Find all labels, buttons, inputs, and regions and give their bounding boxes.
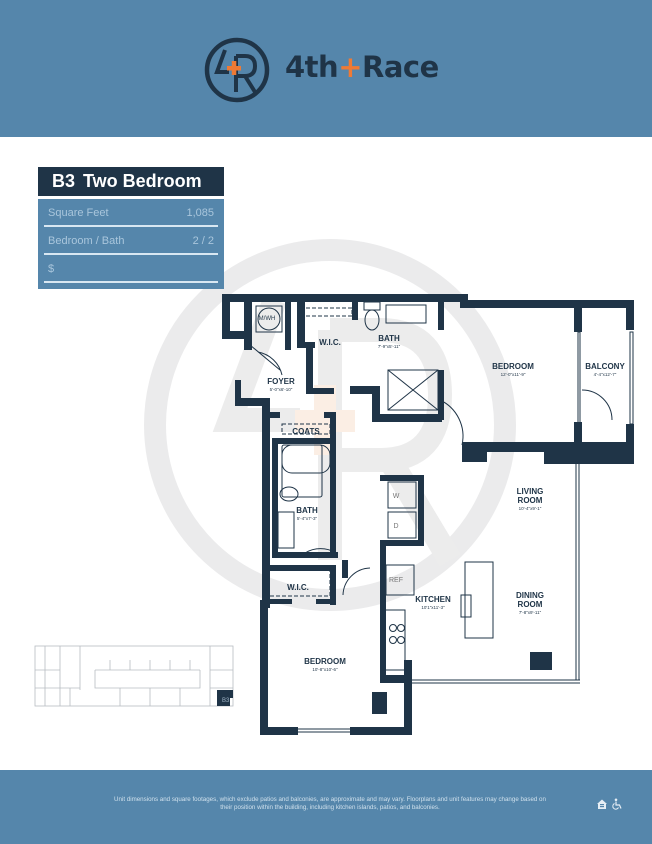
accessibility-icon: [612, 798, 622, 810]
water-heater-label: M/WH: [259, 316, 276, 322]
fridge-label: REF: [389, 577, 403, 584]
info-row-bed-bath: Bedroom / Bath 2 / 2: [44, 227, 218, 255]
room-name-balcony: BALCONY: [585, 362, 625, 371]
brand-name-part2: Race: [362, 50, 439, 84]
monogram-logo-icon: [204, 37, 270, 103]
room-name-living-2: ROOM: [518, 496, 543, 505]
brand-logo: 4th+Race: [203, 36, 453, 104]
unit-title: B3 Two Bedroom: [38, 167, 224, 199]
unit-info-panel: B3 Two Bedroom Square Feet 1,085 Bedroom /…: [38, 167, 224, 289]
info-label: Square Feet: [48, 207, 109, 219]
room-name-bath-1: BATH: [378, 334, 400, 343]
room-dims-bedroom-2: 10'-8"x10'-6": [312, 667, 338, 672]
room-name-bath-2: BATH: [296, 506, 318, 515]
room-name-foyer: FOYER: [267, 377, 295, 386]
header-banner: 4th+Race: [0, 0, 652, 137]
info-label: Bedroom / Bath: [48, 235, 125, 247]
dryer-label: D: [393, 523, 398, 530]
room-name-wic-1: W.I.C.: [319, 338, 341, 347]
room-name-bedroom-1: BEDROOM: [492, 362, 534, 371]
brand-plus: +: [338, 50, 362, 84]
washer-label: W: [393, 493, 400, 500]
unit-code: B3: [52, 171, 76, 191]
walls: [222, 294, 634, 735]
room-name-bedroom-2: BEDROOM: [304, 657, 346, 666]
info-value: 1,085: [186, 207, 214, 219]
room-name-wic-2: W.I.C.: [287, 583, 309, 592]
room-dims-kitchen: 10'1"x11'-3": [421, 605, 445, 610]
info-label: $: [48, 263, 55, 275]
info-value: 2 / 2: [192, 235, 214, 247]
room-dims-foyer: 5'-0"x6'-10": [270, 387, 293, 392]
room-dims-balcony: 4'-4"x12'-7": [594, 372, 617, 377]
disclaimer-text: Unit dimensions and square footages, whi…: [114, 796, 546, 811]
brand-name-part1: 4th: [285, 50, 339, 84]
room-name-dining: DINING: [516, 591, 544, 600]
keyplan-unit-label: B3: [222, 698, 230, 704]
room-labels: M/WH FOYER 5'-0"x6'-10" W.I.C. BATH 7'-9…: [259, 316, 626, 672]
footer-banner: Unit dimensions and square footages, whi…: [0, 770, 652, 844]
room-name-dining-2: ROOM: [518, 600, 543, 609]
room-name-coats: COATS: [292, 427, 320, 436]
room-dims-dining: 7'-8"x9'-11": [519, 610, 542, 615]
info-row-square-feet: Square Feet 1,085: [44, 199, 218, 227]
brand-wordmark: 4th+Race: [285, 50, 439, 84]
room-dims-living: 10'-4"x9'-1": [519, 506, 542, 511]
unit-type: Two Bedroom: [83, 171, 202, 191]
room-dims-bedroom-1: 12'-0"x11'-9": [501, 372, 526, 377]
room-name-kitchen: KITCHEN: [415, 595, 451, 604]
windows-doors: [249, 301, 634, 733]
room-name-living: LIVING: [517, 487, 544, 496]
room-dims-bath-1: 7'-9"x5'-11": [378, 344, 401, 349]
info-row-price: $: [44, 255, 218, 283]
room-dims-bath-2: 5'-4"x7'-3": [297, 516, 318, 521]
key-plan: B3: [34, 645, 234, 707]
equal-housing-icon: [597, 799, 607, 809]
